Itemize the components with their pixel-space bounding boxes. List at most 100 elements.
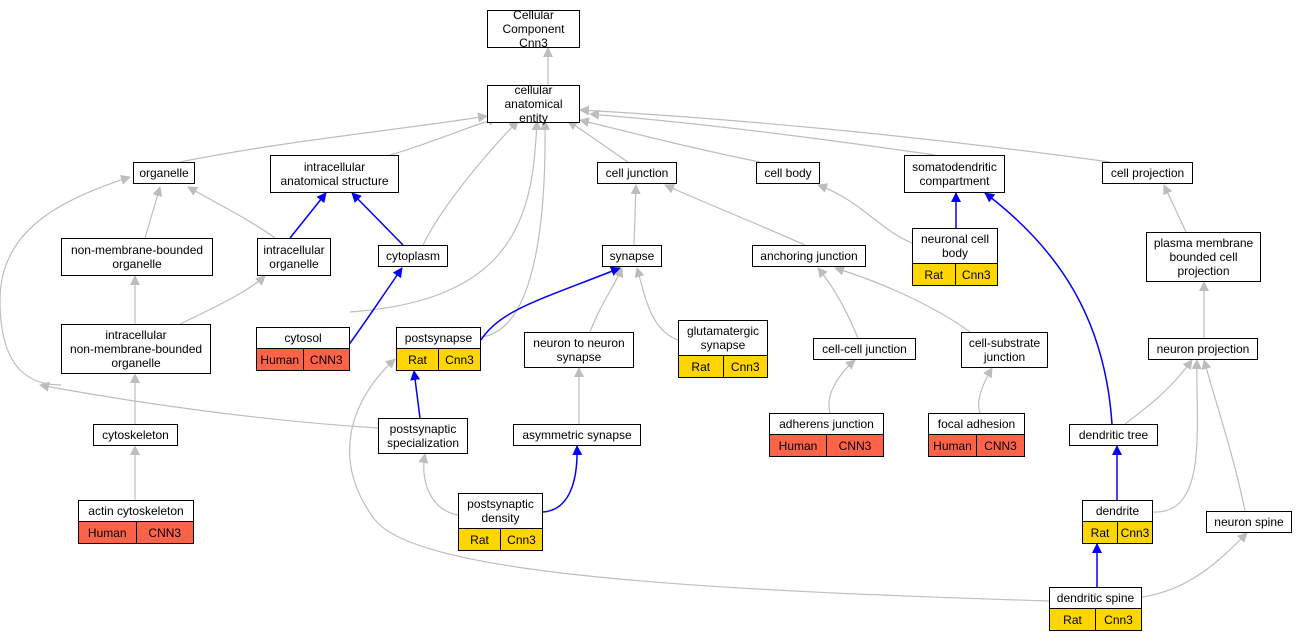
node-label: neuron projection — [1156, 342, 1250, 356]
edge-nmbo-to-organelle — [144, 186, 163, 239]
node-label: cell-cell junction — [822, 342, 907, 356]
node-asym[interactable]: asymmetric synapse — [513, 424, 641, 446]
node-label: postsynaptic specialization — [386, 422, 460, 450]
edge-dtree-to-somato — [984, 192, 1113, 425]
edge-cytoplasm-to-cae — [422, 120, 519, 246]
node-cell-junction[interactable]: cell junction — [597, 162, 677, 184]
edge-cytosol-to-cytoplasm — [344, 267, 403, 351]
annotation-species: Human — [778, 438, 818, 453]
edge-ccj-to-anchoring — [817, 267, 859, 339]
node-intra-org[interactable]: intracellular organelle — [257, 238, 331, 276]
node-label: anchoring junction — [760, 249, 858, 263]
annotation-gene: Cnn3 — [500, 529, 542, 550]
edge-pss-to-organelle — [39, 381, 379, 429]
edge-cytoplasm-to-ias — [351, 192, 404, 246]
node-label: dendritic tree — [1078, 428, 1149, 442]
node-label: non-membrane-bounded organelle — [70, 243, 204, 271]
annotation-gene: CNN3 — [302, 349, 350, 370]
node-root[interactable]: Cellular Component Cnn3 — [487, 8, 580, 50]
edge-adherens-to-ccj — [828, 359, 856, 414]
annotation-species: Rat — [470, 532, 489, 547]
node-label: glutamatergic synapse — [686, 324, 760, 352]
edge-cj-to-cae — [567, 120, 629, 163]
node-label: cell body — [764, 166, 812, 180]
annotation-species: Rat — [1063, 612, 1082, 627]
edge-postsynapse-to-cae — [480, 120, 551, 338]
node-ias[interactable]: intracellular anatomical structure — [270, 155, 399, 193]
edge-dendrite-to-neuronproj — [1152, 359, 1202, 513]
node-label: cytoskeleton — [102, 428, 169, 442]
edge-glut-to-synapse — [634, 267, 679, 341]
node-label: intracellular non-membrane-bounded organ… — [69, 328, 203, 370]
edge-synapse-to-cj — [630, 184, 641, 246]
node-pss[interactable]: postsynaptic specialization — [378, 418, 468, 454]
edge-csj-to-anchoring — [834, 265, 971, 333]
node-label: cell projection — [1110, 166, 1185, 180]
edge-anchoring-to-cj — [664, 184, 806, 246]
node-label: Cellular Component Cnn3 — [502, 8, 565, 50]
edge-postsynapse-to-synapse — [480, 266, 621, 341]
node-n2n[interactable]: neuron to neuron synapse — [524, 332, 634, 368]
edge-pss-to-postsynapse — [410, 370, 421, 419]
edge-cytosol-to-cae — [349, 120, 542, 313]
node-label: asymmetric synapse — [522, 428, 632, 442]
node-ccj[interactable]: cell-cell junction — [813, 338, 916, 360]
node-anchoring[interactable]: anchoring junction — [752, 245, 866, 267]
node-cell-body[interactable]: cell body — [756, 162, 820, 184]
node-dtree[interactable]: dendritic tree — [1069, 424, 1158, 446]
edge-psd-to-pss — [418, 453, 459, 516]
node-neuron-proj[interactable]: neuron projection — [1148, 338, 1258, 360]
node-nspine[interactable]: neuron spine — [1206, 511, 1292, 533]
node-cell-projection[interactable]: cell projection — [1102, 162, 1193, 184]
node-label: neuron spine — [1214, 515, 1284, 529]
edge-inmbo-to-organelle — [0, 175, 131, 386]
edge-dspine-to-nspine — [1141, 532, 1248, 598]
node-organelle[interactable]: organelle — [133, 162, 195, 184]
node-label: actin cytoskeleton — [88, 504, 184, 518]
edge-psd-to-asym — [542, 445, 583, 513]
edge-focal-to-csj — [978, 367, 993, 414]
node-label: neuronal cell body — [920, 232, 990, 260]
node-label: cytosol — [284, 331, 322, 345]
edge-inmbo-to-introrg — [179, 275, 266, 325]
node-synapse[interactable]: synapse — [602, 245, 662, 267]
node-somato[interactable]: somatodendritic compartment — [904, 155, 1005, 193]
node-label: cell-substrate junction — [968, 336, 1041, 364]
node-label: adherens junction — [779, 417, 874, 431]
node-inmbo[interactable]: intracellular non-membrane-bounded organ… — [61, 324, 211, 374]
node-cae[interactable]: cellular anatomical entity — [487, 83, 580, 125]
node-label: cellular anatomical entity — [504, 83, 563, 125]
node-csj[interactable]: cell-substrate junction — [961, 332, 1048, 368]
annotation-gene: CNN3 — [135, 522, 194, 543]
node-pmbcp[interactable]: plasma membrane bounded cell projection — [1146, 232, 1261, 282]
annotation-species: Human — [260, 352, 300, 367]
node-label: postsynaptic density — [467, 497, 534, 525]
node-nmbo[interactable]: non-membrane-bounded organelle — [61, 238, 213, 276]
annotation-species: Rat — [408, 352, 427, 367]
node-label: focal adhesion — [937, 417, 1016, 431]
node-cytoplasm[interactable]: cytoplasm — [378, 245, 448, 267]
node-cytoskeleton[interactable]: cytoskeleton — [93, 424, 178, 446]
annotation-gene: Cnn3 — [438, 349, 480, 370]
node-label: cytoplasm — [385, 249, 441, 263]
annotation-row: Rat Cnn3 — [397, 348, 480, 370]
edge-somato-to-cae — [589, 109, 936, 156]
